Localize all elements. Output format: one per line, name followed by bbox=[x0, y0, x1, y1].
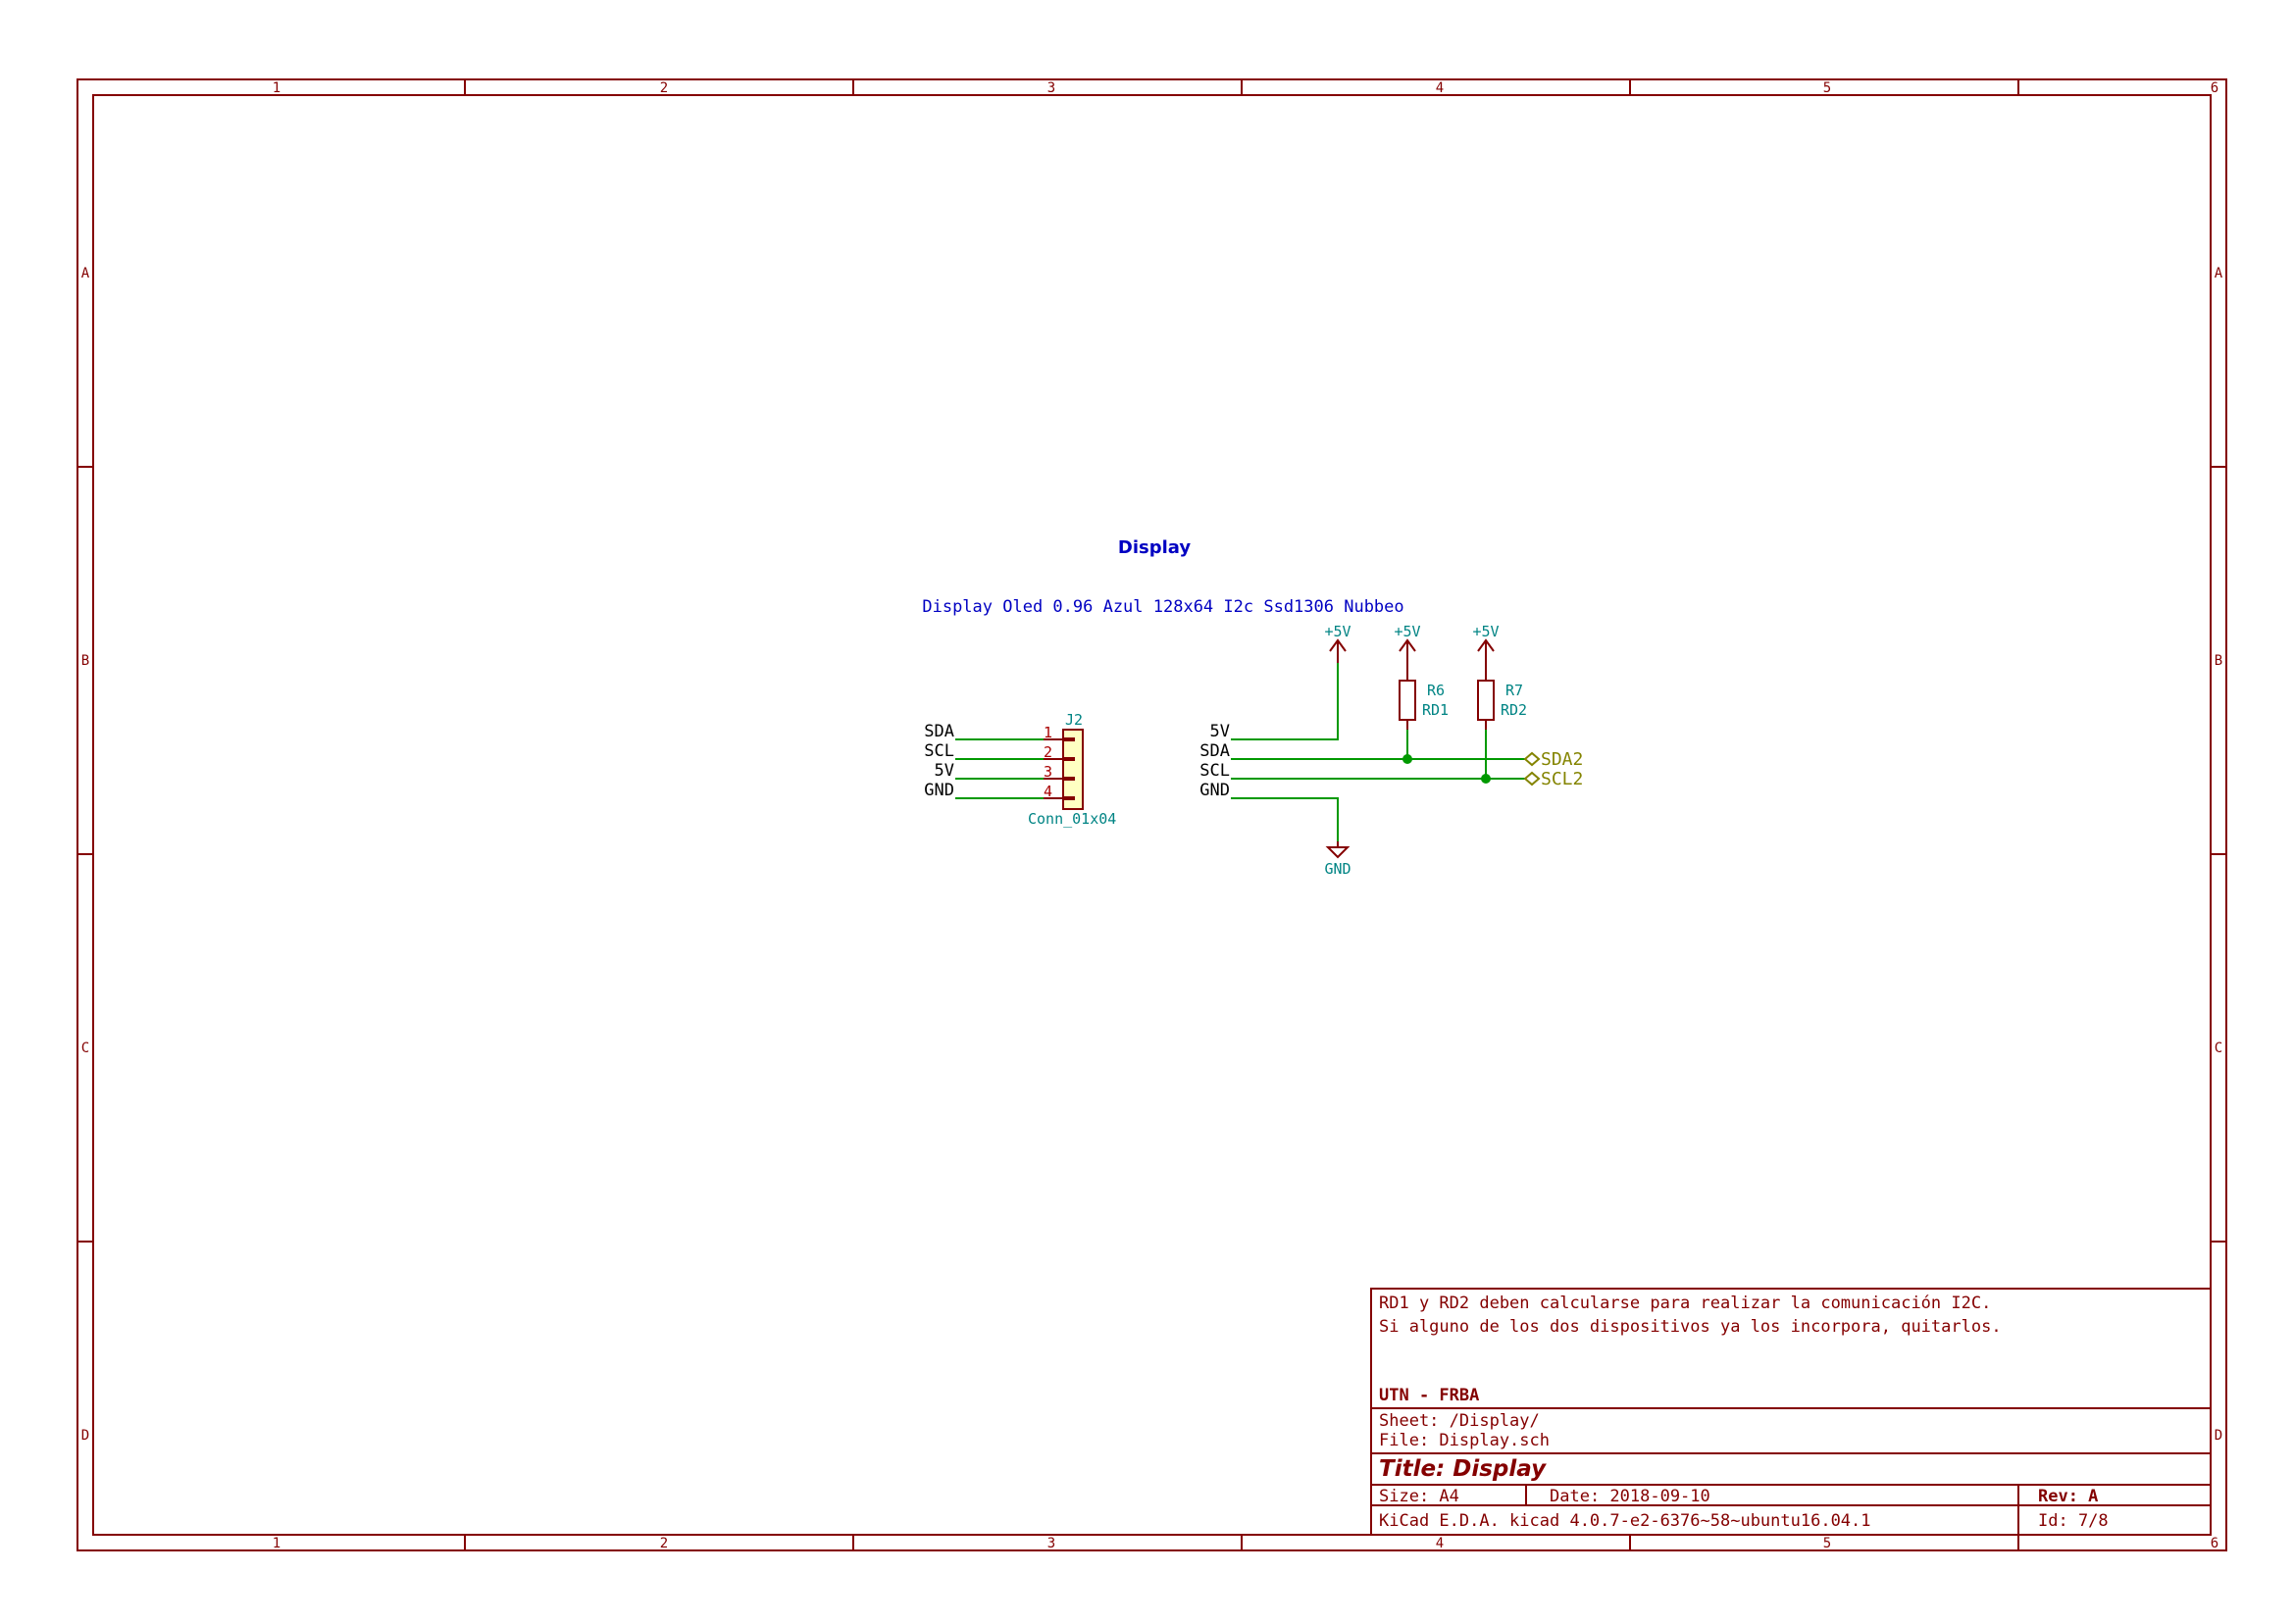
sheet-frame bbox=[76, 78, 2227, 1551]
column-label-top: 6 bbox=[2211, 80, 2218, 96]
power-label: +5V bbox=[1472, 623, 1499, 640]
column-label-top: 2 bbox=[660, 80, 668, 96]
column-label-bottom: 1 bbox=[273, 1536, 280, 1551]
row-label-right: D bbox=[2215, 1428, 2222, 1444]
resistor-ref: R7 bbox=[1505, 682, 1523, 699]
resistor-r6[interactable] bbox=[1399, 663, 1416, 730]
column-label-top: 5 bbox=[1823, 80, 1831, 96]
title-block-company: UTN - FRBA bbox=[1379, 1386, 1479, 1405]
note-description: Display Oled 0.96 Azul 128x64 I2c Ssd130… bbox=[922, 597, 1403, 617]
power-symbol-vcc[interactable] bbox=[1399, 638, 1416, 663]
pin-number: 2 bbox=[1044, 743, 1052, 761]
title-block-id: Id: 7/8 bbox=[2038, 1511, 2109, 1531]
note-heading: Display bbox=[1118, 537, 1191, 558]
net-label-left: SCL bbox=[924, 741, 954, 761]
power-label: +5V bbox=[1324, 623, 1351, 640]
net-label-left: 5V bbox=[935, 761, 954, 781]
title-block-comment: RD1 y RD2 deben calcularse para realizar… bbox=[1379, 1294, 1991, 1313]
resistor-ref: R6 bbox=[1427, 682, 1445, 699]
row-label-left: A bbox=[81, 266, 90, 281]
column-label-bottom: 3 bbox=[1047, 1536, 1055, 1551]
row-label-left: D bbox=[81, 1428, 89, 1444]
title-block-tool: KiCad E.D.A. kicad 4.0.7-e2-6376~58~ubun… bbox=[1379, 1511, 1871, 1531]
resistor-body bbox=[1477, 680, 1495, 721]
column-label-bottom: 2 bbox=[660, 1536, 668, 1551]
connector-value: Conn_01x04 bbox=[1028, 810, 1116, 828]
connector-j2[interactable]: 1 2 3 4 J2 Conn_01x04 bbox=[955, 711, 1116, 828]
global-label-text: SDA2 bbox=[1541, 749, 1583, 770]
row-label-left: C bbox=[81, 1040, 89, 1056]
row-label-right: A bbox=[2215, 266, 2223, 281]
power-symbol-vcc[interactable] bbox=[1477, 638, 1495, 663]
power-symbol-vcc[interactable] bbox=[1329, 638, 1347, 663]
row-label-right: B bbox=[2215, 653, 2222, 669]
title-block bbox=[1370, 1288, 2212, 1536]
title-block-file: File: Display.sch bbox=[1379, 1431, 1550, 1450]
column-label-bottom: 5 bbox=[1823, 1536, 1831, 1551]
junction-dot bbox=[1402, 754, 1412, 764]
connector-ref: J2 bbox=[1065, 711, 1083, 729]
global-label-text: SCL2 bbox=[1541, 769, 1583, 789]
column-label-top: 1 bbox=[273, 80, 280, 96]
column-label-bottom: 6 bbox=[2211, 1536, 2218, 1551]
column-label-top: 3 bbox=[1047, 80, 1055, 96]
net-label-left: GND bbox=[924, 781, 954, 800]
connector-body bbox=[1062, 729, 1084, 810]
title-block-date: Date: 2018-09-10 bbox=[1550, 1487, 1710, 1506]
pin-number: 1 bbox=[1044, 724, 1052, 741]
net-label-left: SDA bbox=[924, 722, 954, 741]
gnd-label: GND bbox=[1324, 860, 1351, 878]
row-label-left: B bbox=[81, 653, 89, 669]
net-label-right: GND bbox=[1199, 781, 1230, 800]
power-symbol-gnd[interactable] bbox=[1325, 841, 1351, 859]
net-label-right: SDA bbox=[1199, 741, 1230, 761]
net-label-right: SCL bbox=[1199, 761, 1230, 781]
title-block-title: Title: Display bbox=[1379, 1456, 1547, 1482]
column-label-top: 4 bbox=[1436, 80, 1444, 96]
net-label-right: 5V bbox=[1210, 722, 1230, 741]
title-block-rev: Rev: A bbox=[2038, 1487, 2098, 1506]
resistor-body bbox=[1399, 680, 1416, 721]
title-block-sheet: Sheet: /Display/ bbox=[1379, 1411, 1540, 1431]
pin-number: 4 bbox=[1044, 783, 1052, 800]
global-label-scl2[interactable]: SCL2 bbox=[1523, 769, 1583, 789]
pin-number: 3 bbox=[1044, 763, 1052, 781]
power-label: +5V bbox=[1394, 623, 1420, 640]
global-label-sda2[interactable]: SDA2 bbox=[1523, 749, 1583, 770]
column-label-bottom: 4 bbox=[1436, 1536, 1444, 1551]
title-block-comment: Si alguno de los dos dispositivos ya los… bbox=[1379, 1317, 2002, 1337]
title-block-size: Size: A4 bbox=[1379, 1487, 1459, 1506]
resistor-r7[interactable] bbox=[1477, 663, 1495, 730]
row-label-right: C bbox=[2215, 1040, 2222, 1056]
junction-dot bbox=[1481, 774, 1491, 784]
resistor-value: RD2 bbox=[1501, 701, 1527, 719]
resistor-value: RD1 bbox=[1422, 701, 1449, 719]
